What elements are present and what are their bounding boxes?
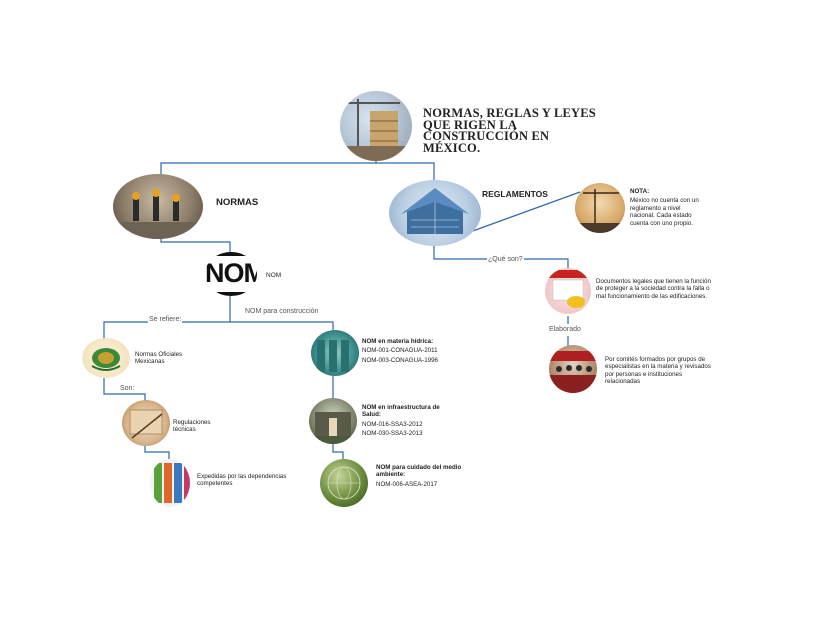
hidrica-item-1: NOM-001-CONAGUA-2011 bbox=[362, 347, 438, 355]
nota-text: México no cuenta con un reglamento a niv… bbox=[630, 197, 699, 227]
elaborado-text: Por comités formados por grupos de espec… bbox=[605, 356, 711, 386]
salud-image bbox=[309, 398, 357, 444]
salud-item-1: NOM-016-SSA3-2012 bbox=[362, 420, 423, 428]
nom-logo-text: NOM bbox=[205, 258, 257, 288]
ambiente-title: NOM para cuidado del medio ambiente: bbox=[376, 464, 462, 479]
nota-crane-image bbox=[575, 183, 625, 233]
salud-block: NOM en infraestructura de Salud: NOM-016… bbox=[362, 404, 442, 438]
expedidas-text: Expedidas por las dependencias competent… bbox=[197, 473, 287, 488]
nota-box: NOTA: México no cuenta con un reglamento… bbox=[630, 188, 702, 227]
reglamento-definition: Documentos legales que tienen la función… bbox=[596, 278, 711, 300]
connector-regulaciones-expedidas bbox=[144, 446, 170, 460]
hospital-building-icon bbox=[309, 412, 357, 444]
regulaciones-text: Regulaciones técnicas bbox=[173, 419, 211, 434]
connector-salud-ambiente bbox=[332, 444, 344, 460]
reglamentos-house-image bbox=[389, 180, 481, 246]
page-title: NORMAS, REGLAS Y LEYES QUE RIGEN LA CONS… bbox=[423, 106, 596, 155]
title-construction-image bbox=[340, 91, 412, 161]
normas-oficiales-text: Normas Oficiales Mexicanas bbox=[135, 351, 183, 366]
hidrica-block: NOM en materia hídrica: NOM-001-CONAGUA-… bbox=[362, 338, 452, 364]
connector-title-reglamentos bbox=[376, 162, 435, 180]
reglamentos-label: REGLAMENTOS bbox=[482, 189, 548, 199]
son-label: Son: bbox=[119, 385, 136, 392]
connector-nom-right bbox=[230, 321, 334, 330]
hidrica-item-2: NOM-003-CONAGUA-1996 bbox=[362, 356, 438, 364]
house-blueprint-icon bbox=[401, 188, 469, 234]
crane-sunset-icon bbox=[575, 189, 625, 233]
hidrica-title: NOM en materia hídrica: bbox=[362, 338, 434, 345]
globe-icon bbox=[327, 466, 361, 500]
connector-nom-left bbox=[103, 321, 230, 340]
connector-reglamentos-nota bbox=[469, 191, 581, 233]
elaborado-label: Elaborado bbox=[549, 326, 581, 333]
reglamento-document-image bbox=[545, 268, 591, 314]
ambiente-item-1: NOM-006-ASEA-2017 bbox=[376, 480, 438, 488]
normas-label: NORMAS bbox=[216, 197, 259, 208]
ambiente-image bbox=[320, 459, 368, 507]
hidrica-image bbox=[311, 330, 359, 376]
construction-crane-icon bbox=[340, 99, 412, 161]
expedidas-image bbox=[150, 459, 190, 507]
comites-meeting-image bbox=[549, 345, 597, 393]
water-pipes-icon bbox=[317, 340, 349, 372]
normas-workers-image bbox=[113, 174, 203, 239]
salud-item-2: NOM-030-SSA3-2013 bbox=[362, 430, 423, 438]
regulaciones-image bbox=[122, 400, 170, 446]
mexico-flag-image bbox=[82, 338, 130, 378]
que-son-label: ¿Qué son? bbox=[487, 256, 524, 263]
nom-label: NOM bbox=[266, 272, 282, 279]
ambiente-block: NOM para cuidado del medio ambiente: NOM… bbox=[376, 464, 464, 488]
meeting-panel-icon bbox=[549, 351, 597, 393]
mexican-emblem-icon bbox=[91, 348, 121, 371]
dependencias-chart-icon bbox=[154, 463, 190, 503]
blueprint-tools-icon bbox=[129, 409, 163, 439]
nom-construccion-label: NOM para construcción bbox=[245, 308, 319, 315]
connector-normas-nom bbox=[160, 238, 231, 252]
nom-logo-image: NOM bbox=[205, 252, 257, 296]
connector-title-normas bbox=[160, 157, 377, 174]
nota-label: NOTA: bbox=[630, 188, 650, 195]
connector-oficiales-regulaciones bbox=[103, 378, 146, 402]
salud-title: NOM en infraestructura de Salud: bbox=[362, 404, 440, 419]
workers-icon bbox=[113, 189, 203, 239]
se-refiere-label: Se refiere: bbox=[148, 316, 183, 323]
document-helmet-icon bbox=[549, 270, 587, 308]
nom-logo-icon bbox=[205, 252, 257, 296]
